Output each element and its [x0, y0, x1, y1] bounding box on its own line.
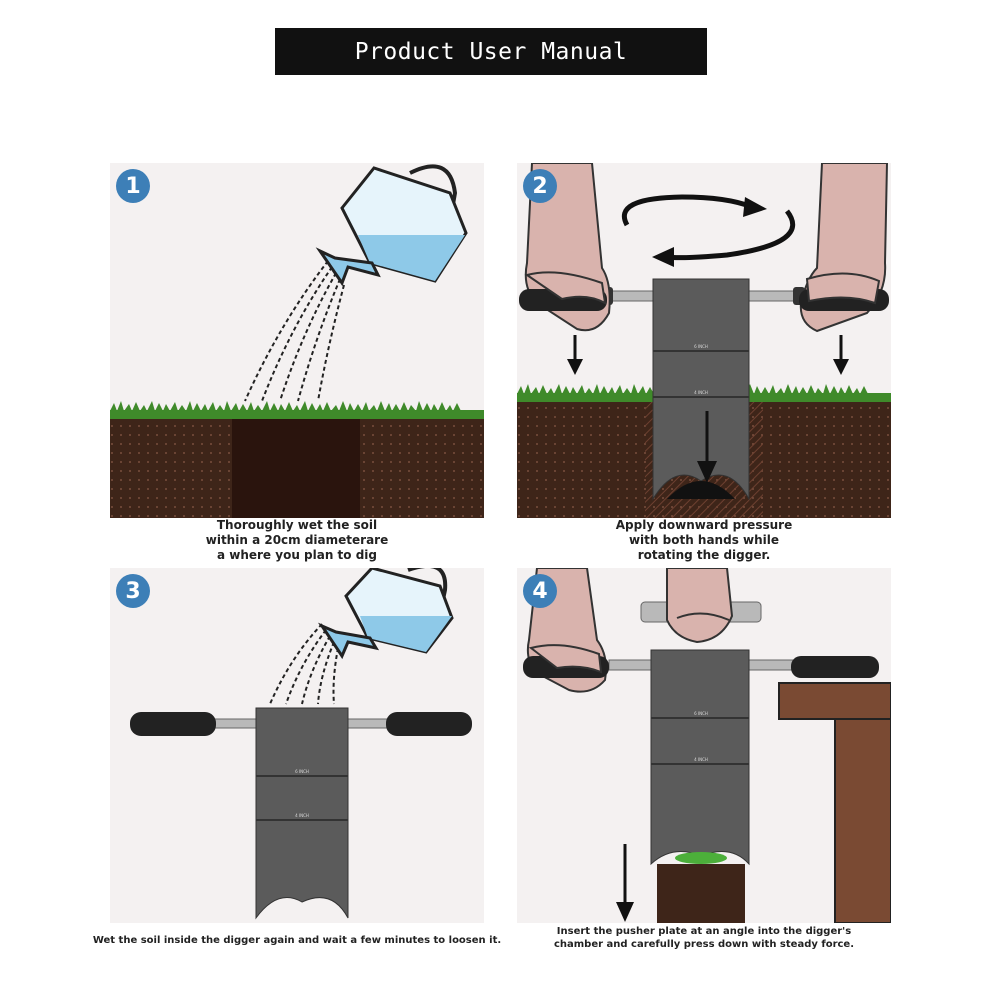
hand-icon: [519, 163, 611, 332]
step-2-panel: 2: [517, 163, 891, 518]
hand-icon: [666, 568, 734, 644]
step-2-illustration: 6 INCH 4 INCH: [517, 163, 891, 518]
step-2-caption: Apply downward pressure with both hands …: [615, 518, 793, 562]
page-title: Product User Manual: [275, 28, 707, 75]
step-1-badge: 1: [116, 169, 150, 203]
svg-text:6 INCH: 6 INCH: [694, 344, 708, 349]
step-1-caption: Thoroughly wet the soil within a 20cm di…: [205, 518, 389, 562]
svg-text:4 INCH: 4 INCH: [694, 757, 708, 762]
hand-icon: [799, 163, 889, 333]
step-1-illustration: [110, 164, 484, 518]
svg-text:6 INCH: 6 INCH: [694, 711, 708, 716]
digger-icon: 6 INCH 4 INCH: [650, 649, 750, 866]
step-4-badge: 4: [523, 574, 557, 608]
step-3-caption: Wet the soil inside the digger again and…: [92, 935, 502, 946]
down-arrow-icon: [567, 335, 849, 375]
rotation-arrows-icon: [621, 194, 795, 267]
digger-icon: 6 INCH 4 INCH: [255, 707, 349, 920]
soil-icon: [110, 418, 484, 518]
grass-icon: [110, 401, 484, 419]
step-1-panel: 1: [110, 163, 484, 518]
watering-can-icon: [315, 164, 468, 287]
water-stream-icon: [269, 623, 339, 705]
step-4-illustration: 6 INCH 4 INCH: [523, 568, 891, 923]
table-icon: [778, 682, 891, 923]
step-3-illustration: 6 INCH 4 INCH: [130, 568, 472, 920]
svg-text:6 INCH: 6 INCH: [295, 769, 309, 774]
digger-icon: 6 INCH 4 INCH: [652, 278, 750, 501]
step-2-badge: 2: [523, 169, 557, 203]
watering-can-icon: [317, 568, 454, 660]
step-3-panel: 3 6 INCH 4 INCH: [110, 568, 484, 923]
water-stream-icon: [244, 260, 345, 402]
down-arrow-icon: [616, 844, 634, 922]
svg-text:4 INCH: 4 INCH: [694, 390, 708, 395]
step-4-panel: 4 6 INCH 4 INCH: [517, 568, 891, 923]
step-4-caption: Insert the pusher plate at an angle into…: [553, 926, 855, 950]
step-3-badge: 3: [116, 574, 150, 608]
svg-text:4 INCH: 4 INCH: [295, 813, 309, 818]
